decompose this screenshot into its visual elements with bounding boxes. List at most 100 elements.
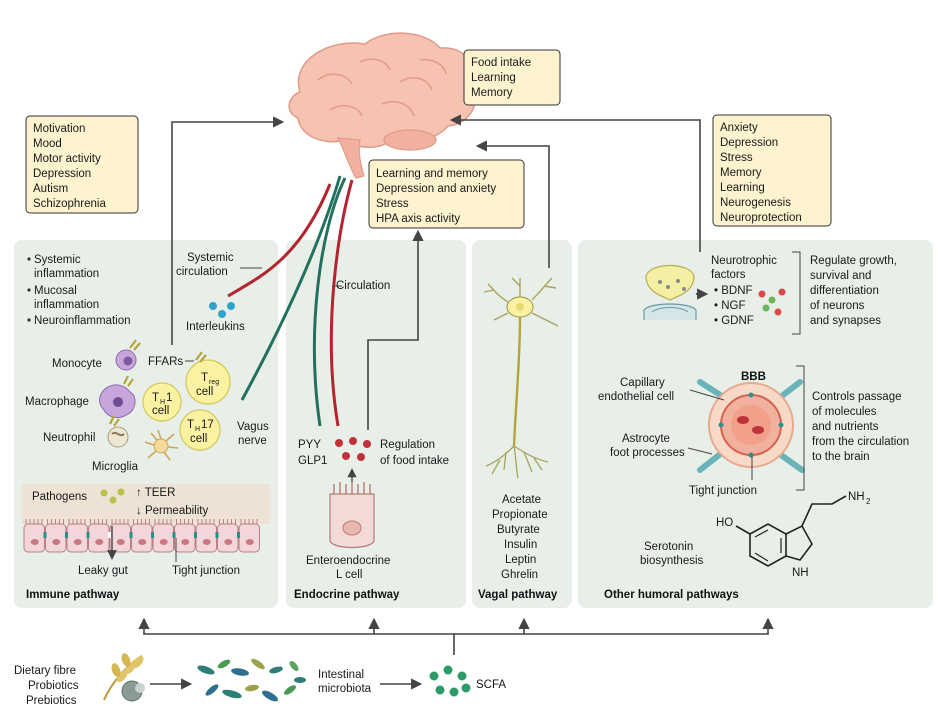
microvilli bbox=[133, 519, 150, 524]
nh2-sub-label: 2 bbox=[866, 497, 871, 506]
left-box-line-3: Depression bbox=[33, 168, 91, 180]
epithelial-cell bbox=[152, 523, 174, 553]
metabolite-5: Ghrelin bbox=[501, 569, 538, 581]
scfa-icon bbox=[429, 665, 471, 697]
cell-nucleus bbox=[245, 539, 254, 545]
pyy-label: PYY bbox=[298, 439, 321, 451]
endocrine-pathway-title: Endocrine pathway bbox=[294, 589, 400, 601]
microbe bbox=[222, 689, 242, 699]
leaky-gut-label: Leaky gut bbox=[78, 565, 129, 577]
cell-nucleus bbox=[30, 539, 39, 545]
monocyte-label: Monocyte bbox=[52, 358, 102, 370]
permeability-label: ↓ Permeability bbox=[136, 505, 208, 517]
systemic-circulation-path bbox=[227, 183, 332, 298]
immune-tight-junction-label: Tight junction bbox=[172, 565, 240, 577]
capillary-label-2: endothelial cell bbox=[598, 391, 674, 403]
th1-label: T bbox=[152, 392, 159, 404]
endocrine-vagal-path bbox=[312, 177, 347, 427]
lumen-area bbox=[22, 484, 270, 524]
th17-label: T bbox=[187, 419, 194, 431]
bbb-icon bbox=[697, 379, 805, 473]
microvilli bbox=[197, 519, 215, 524]
nh2-label: NH bbox=[848, 491, 865, 503]
epithelial-cell bbox=[238, 523, 260, 553]
hormone-dots-icon bbox=[335, 437, 371, 461]
neutrophil-label: Neutrophil bbox=[43, 432, 95, 444]
bbb-label: BBB bbox=[741, 371, 766, 383]
systemic-circulation-label-2: circulation bbox=[176, 266, 228, 278]
growth-line-2: differentiation bbox=[810, 285, 879, 297]
tight-junction-mark bbox=[86, 532, 90, 538]
enteroendocrine-cell-icon bbox=[329, 482, 375, 549]
input-dietary-fibre: Dietary fibre bbox=[14, 665, 76, 677]
brain-box-line-1: Learning bbox=[471, 72, 516, 84]
vagus-nerve-path bbox=[240, 175, 342, 401]
factor-dots-icon bbox=[758, 288, 786, 316]
microvilli bbox=[154, 519, 172, 524]
th17-cell-icon: T H 17 cell bbox=[179, 409, 221, 451]
microbe bbox=[217, 659, 231, 669]
cell-nucleus bbox=[224, 539, 233, 545]
epithelial-cell bbox=[131, 523, 153, 553]
microvilli bbox=[25, 519, 43, 524]
endocrine-panel bbox=[286, 240, 466, 608]
l-cell-label-2: L cell bbox=[336, 569, 362, 581]
microbiota-label-1: Intestinal bbox=[318, 669, 364, 681]
neutrophil-icon bbox=[107, 415, 129, 448]
scfa-label: SCFA bbox=[476, 679, 506, 691]
metabolite-2: Butyrate bbox=[497, 524, 540, 536]
endocrine-effects-box: Learning and memory Depression and anxie… bbox=[368, 159, 525, 229]
microvilli bbox=[176, 519, 193, 524]
growth-line-4: and synapses bbox=[810, 315, 881, 327]
th17-cell-label: cell bbox=[190, 433, 207, 445]
metabolite-3: Insulin bbox=[504, 539, 537, 551]
brain-functions-box: Food intake Learning Memory bbox=[463, 49, 561, 106]
growth-line-3: of neurons bbox=[810, 300, 865, 312]
immune-effect-2: Mucosal bbox=[34, 285, 77, 297]
right-box-line-1: Depression bbox=[720, 137, 778, 149]
left-box-line-1: Mood bbox=[33, 138, 62, 150]
input-prebiotics: Prebiotics bbox=[26, 695, 77, 707]
microbe bbox=[205, 684, 219, 696]
brain-icon bbox=[288, 32, 476, 179]
microvilli bbox=[90, 519, 107, 524]
right-box-line-0: Anxiety bbox=[720, 122, 758, 134]
left-box-line-2: Motor activity bbox=[33, 153, 101, 165]
microbiota-icon bbox=[197, 658, 306, 702]
immune-effect-3: inflammation bbox=[34, 299, 99, 311]
pathogens-label: Pathogens bbox=[32, 491, 87, 503]
cell-nucleus bbox=[202, 539, 211, 545]
regulation-label-2: of food intake bbox=[380, 455, 449, 467]
serotonin-structure-icon bbox=[735, 495, 847, 567]
right-box-line-5: Neurogenesis bbox=[720, 197, 791, 209]
synapse-icon bbox=[643, 265, 697, 320]
passage-line-2: and nutrients bbox=[812, 421, 879, 433]
cell-nucleus bbox=[159, 539, 168, 545]
left-box-line-4: Autism bbox=[33, 183, 68, 195]
passage-line-0: Controls passage bbox=[812, 391, 902, 403]
interleukin-icon bbox=[209, 302, 235, 318]
neuron-icon bbox=[483, 277, 559, 479]
right-box-line-2: Stress bbox=[720, 152, 753, 164]
behaviour-box: Motivation Mood Motor activity Depressio… bbox=[25, 115, 139, 214]
microbe bbox=[251, 658, 265, 670]
microglia-icon bbox=[144, 429, 179, 461]
microbe bbox=[269, 666, 283, 674]
treg-cell-label: cell bbox=[196, 386, 213, 398]
vagus-label-1: Vagus bbox=[237, 421, 269, 433]
microbe bbox=[289, 661, 299, 671]
microvilli bbox=[111, 519, 129, 524]
microbe bbox=[197, 665, 215, 675]
right-box-line-4: Learning bbox=[720, 182, 765, 194]
brain-box-line-0: Food intake bbox=[471, 57, 531, 69]
macrophage-label: Macrophage bbox=[25, 396, 89, 408]
endocrine-box-line-3: HPA axis activity bbox=[376, 213, 460, 225]
epithelial-cell bbox=[217, 523, 239, 553]
humoral-to-brain-arrow bbox=[449, 114, 701, 252]
th1-cell-icon: T H 1 cell bbox=[142, 382, 182, 422]
cell-nucleus bbox=[138, 539, 147, 545]
capillary-label-1: Capillary bbox=[620, 377, 665, 389]
teer-label: ↑ TEER bbox=[136, 487, 175, 499]
treg-label: T bbox=[201, 372, 208, 384]
